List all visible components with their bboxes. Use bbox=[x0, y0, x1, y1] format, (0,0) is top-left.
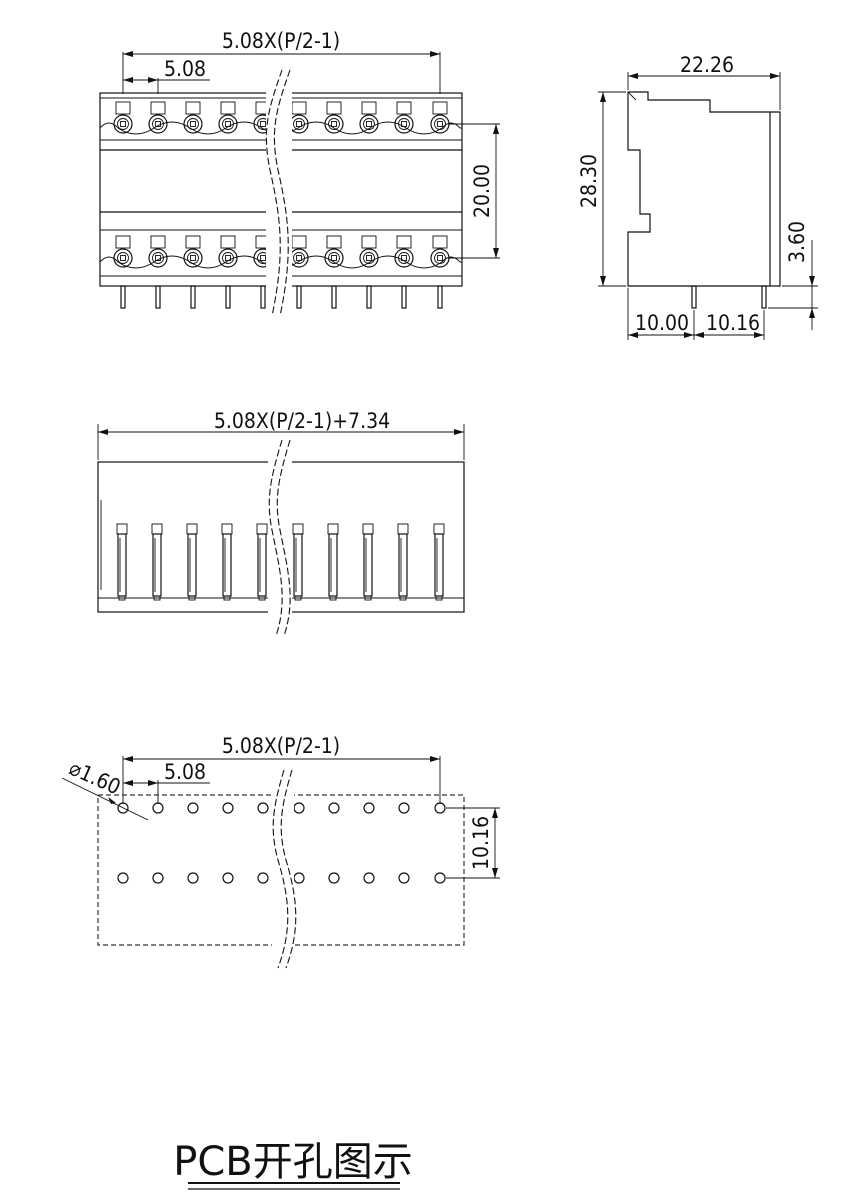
pcb-pitch-span-label: 5.08X(P/2-1) bbox=[222, 734, 340, 758]
pcb-view: 5.08X(P/2-1) 5.08 ⌀1.60 10 bbox=[61, 734, 500, 970]
pcb-pitch-label: 5.08 bbox=[164, 760, 206, 784]
drawing-title: PCB开孔图示 bbox=[173, 1139, 413, 1185]
top-view: 5.08X(P/2-1) 5.08 bbox=[99, 29, 500, 320]
pcb-row-spacing-label: 10.16 bbox=[469, 816, 493, 870]
top-pitch-span-label: 5.08X(P/2-1) bbox=[222, 29, 340, 53]
top-row-spacing-label: 20.00 bbox=[470, 164, 494, 218]
side-pin-spacing-label: 10.16 bbox=[706, 311, 760, 335]
top-pitch-label: 5.08 bbox=[164, 57, 206, 81]
side-view: 22.26 28.30 3.60 10.00 10.16 bbox=[577, 53, 818, 340]
side-front-offset-label: 10.00 bbox=[635, 311, 689, 335]
pcb-hole-diameter-label: ⌀1.60 bbox=[66, 756, 125, 800]
side-pin-length-label: 3.60 bbox=[785, 221, 809, 263]
front-overall-width-label: 5.08X(P/2-1)+7.34 bbox=[214, 409, 390, 433]
front-view: 5.08X(P/2-1)+7.34 bbox=[97, 409, 465, 637]
side-height-label: 28.30 bbox=[577, 154, 601, 208]
title-block: PCB开孔图示 bbox=[173, 1139, 413, 1190]
side-depth-label: 22.26 bbox=[680, 53, 734, 77]
